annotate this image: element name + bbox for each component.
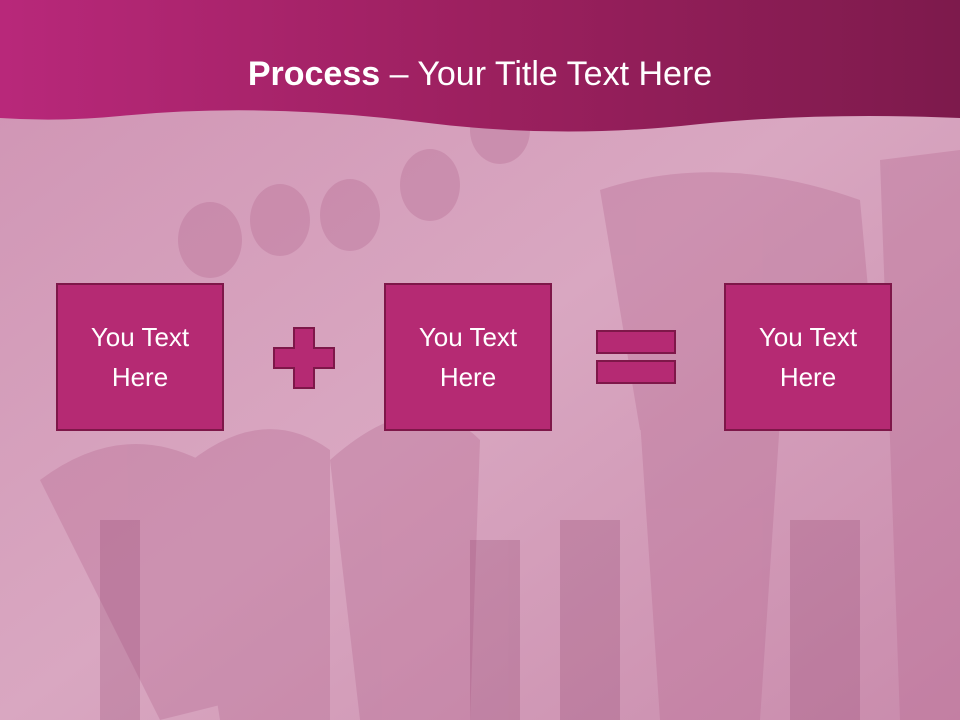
slide-title: Process – Your Title Text Here — [0, 52, 960, 96]
process-box-1-label: You Text Here — [90, 322, 190, 392]
process-box-1[interactable]: You Text Here — [56, 283, 224, 431]
process-box-2-label: You Text Here — [418, 322, 518, 392]
title-rest: – Your Title Text Here — [380, 55, 713, 93]
title-bold: Process — [247, 55, 381, 93]
process-box-3[interactable]: You Text Here — [724, 283, 892, 431]
process-box-3-label: You Text Here — [758, 322, 858, 392]
header-band — [0, 0, 960, 132]
equals-icon — [596, 330, 676, 384]
plus-icon — [273, 327, 335, 389]
process-box-2[interactable]: You Text Here — [384, 283, 552, 431]
